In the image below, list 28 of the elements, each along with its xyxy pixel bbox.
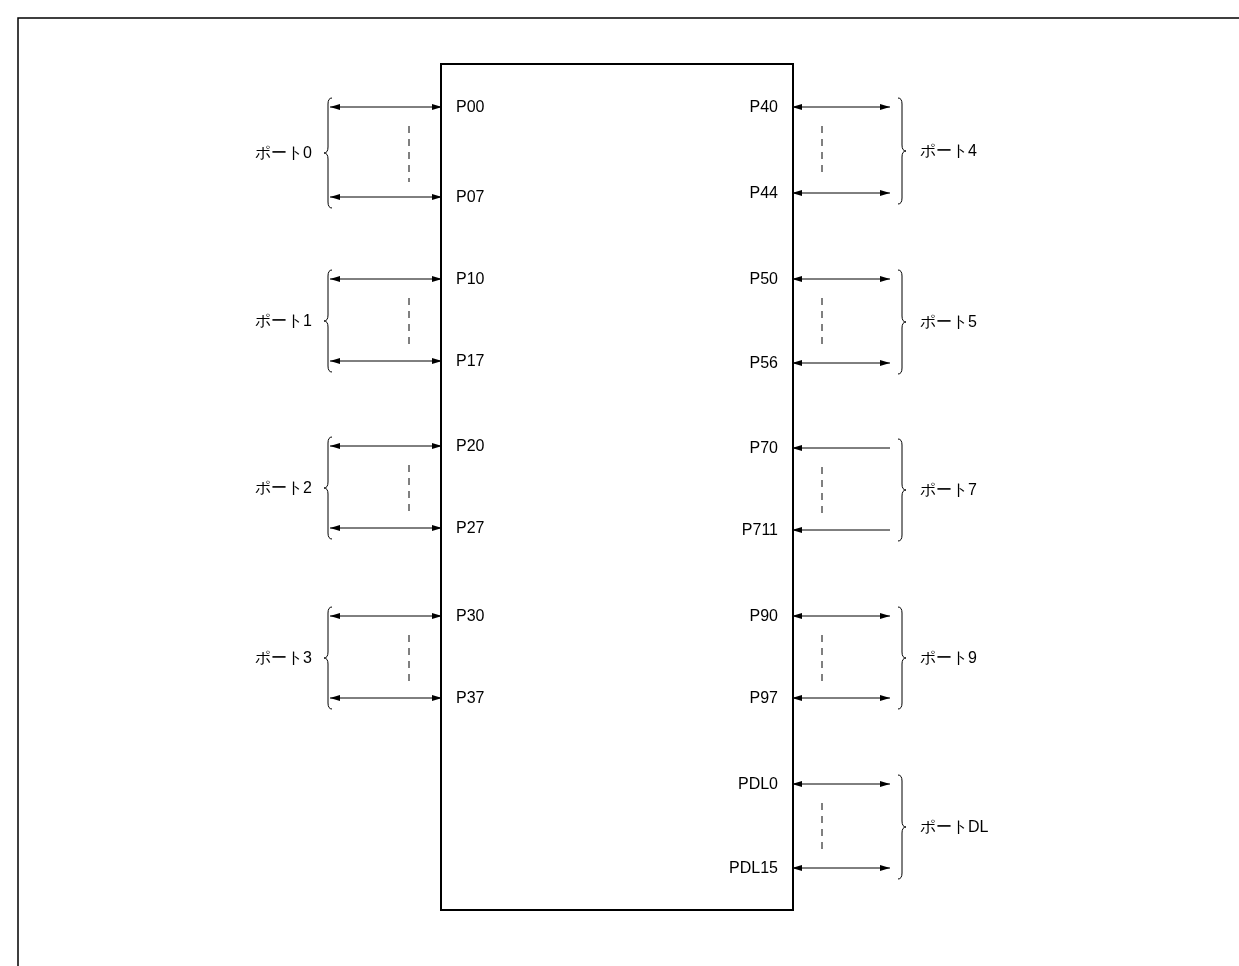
pin-label: P90 — [749, 605, 792, 627]
pin-label: PDL0 — [737, 773, 792, 795]
pin-label: P711 — [741, 519, 792, 541]
pin-label: P40 — [749, 96, 792, 118]
port-label: ポート3 — [255, 648, 312, 668]
port-label: ポート9 — [920, 648, 977, 668]
pin-label: P97 — [749, 687, 792, 709]
pin-label: P44 — [749, 182, 792, 204]
pin-label: PDL15 — [729, 857, 792, 879]
port-label: ポートDL — [920, 817, 989, 837]
pin-label: P70 — [749, 437, 792, 459]
port-label: ポート4 — [920, 141, 977, 161]
pin-label: P37 — [442, 687, 485, 709]
port-label: ポート5 — [920, 312, 977, 332]
pin-label: P07 — [442, 186, 485, 208]
chip-box — [440, 63, 794, 911]
pin-label: P00 — [442, 96, 485, 118]
pin-label: P17 — [442, 350, 485, 372]
pin-label: P10 — [442, 268, 485, 290]
port-label: ポート7 — [920, 480, 977, 500]
port-label: ポート0 — [255, 143, 312, 163]
pin-label: P50 — [749, 268, 792, 290]
pin-label: P20 — [442, 435, 485, 457]
port-label: ポート2 — [255, 478, 312, 498]
port-label: ポート1 — [255, 311, 312, 331]
pin-label: P30 — [442, 605, 485, 627]
pin-label: P27 — [442, 517, 485, 539]
pin-label: P56 — [749, 352, 792, 374]
